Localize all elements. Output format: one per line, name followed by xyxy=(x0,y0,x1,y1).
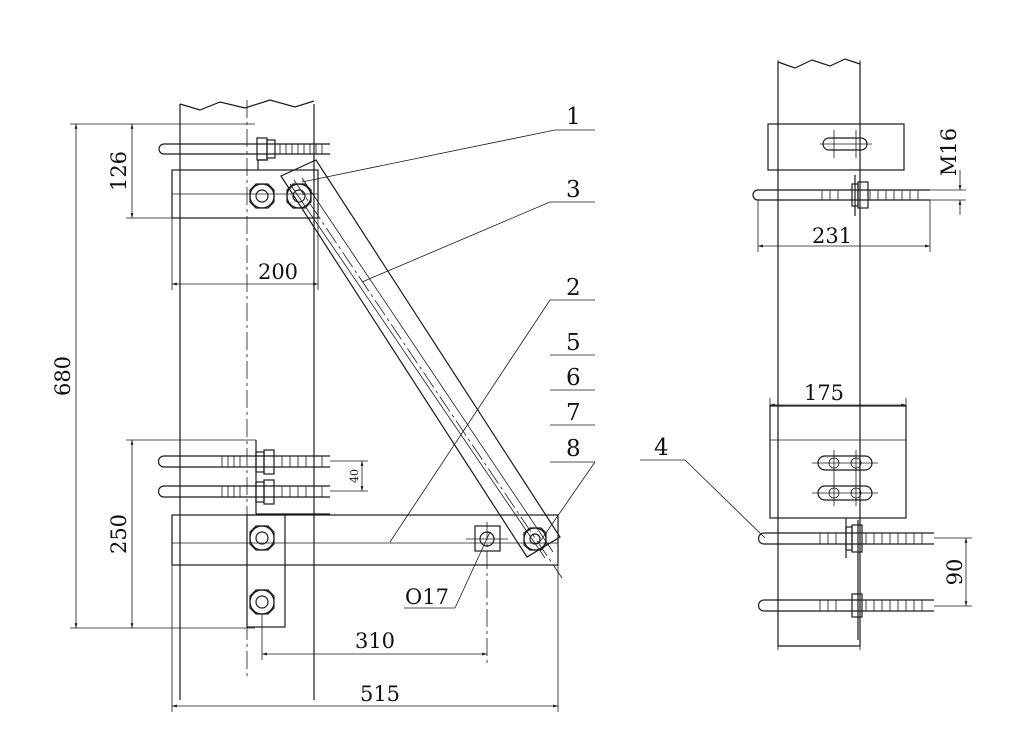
pole xyxy=(179,99,315,700)
callout-4: 4 xyxy=(654,435,669,461)
dim-175: 175 xyxy=(804,381,844,405)
dimension-lines-front xyxy=(70,123,559,712)
side-view xyxy=(640,58,972,650)
side-pole xyxy=(777,58,861,650)
callout-labels: 1 3 2 5 6 7 8 4 xyxy=(566,104,669,462)
diagonal-strut xyxy=(280,159,563,579)
dimension-lines-side xyxy=(757,170,972,607)
side-top-bolt xyxy=(752,175,930,216)
side-lower-plate xyxy=(769,405,907,558)
side-leaders xyxy=(640,459,766,539)
callout-leaders xyxy=(301,129,596,609)
dim-200: 200 xyxy=(258,260,298,284)
top-bolt-left xyxy=(249,183,275,209)
arm-bolt-1 xyxy=(249,525,275,551)
dim-231: 231 xyxy=(812,224,852,248)
side-lower-bolt-1 xyxy=(757,520,934,640)
dim-o17: O17 xyxy=(405,585,449,609)
dim-515: 515 xyxy=(360,682,400,706)
dim-126: 126 xyxy=(107,151,131,191)
callout-7: 7 xyxy=(566,400,581,426)
callout-2: 2 xyxy=(566,275,581,301)
top-u-bolt xyxy=(158,137,330,161)
side-lower-bolt-2 xyxy=(757,593,934,618)
side-top-plate xyxy=(767,123,905,171)
callout-1: 1 xyxy=(566,104,581,130)
callout-8: 8 xyxy=(566,436,581,462)
horizontal-arm xyxy=(171,514,559,628)
dim-40: 40 xyxy=(348,469,361,483)
callout-5: 5 xyxy=(566,330,581,356)
front-view xyxy=(70,99,596,712)
arm-bolt-2 xyxy=(249,589,275,615)
dim-680: 680 xyxy=(51,356,75,396)
dim-250: 250 xyxy=(107,514,131,554)
lower-u-bolt-lower xyxy=(157,440,330,515)
dimension-labels: 680 126 250 200 40 O17 310 515 231 M16 1… xyxy=(51,128,967,706)
callout-6: 6 xyxy=(566,365,581,391)
dim-90: 90 xyxy=(943,559,967,586)
hole-17 xyxy=(466,522,508,665)
lower-u-bolt-upper xyxy=(157,449,330,475)
dim-310: 310 xyxy=(355,629,395,653)
dim-m16: M16 xyxy=(937,128,961,176)
strut-end-bolt xyxy=(523,527,547,551)
callout-3: 3 xyxy=(566,177,581,203)
